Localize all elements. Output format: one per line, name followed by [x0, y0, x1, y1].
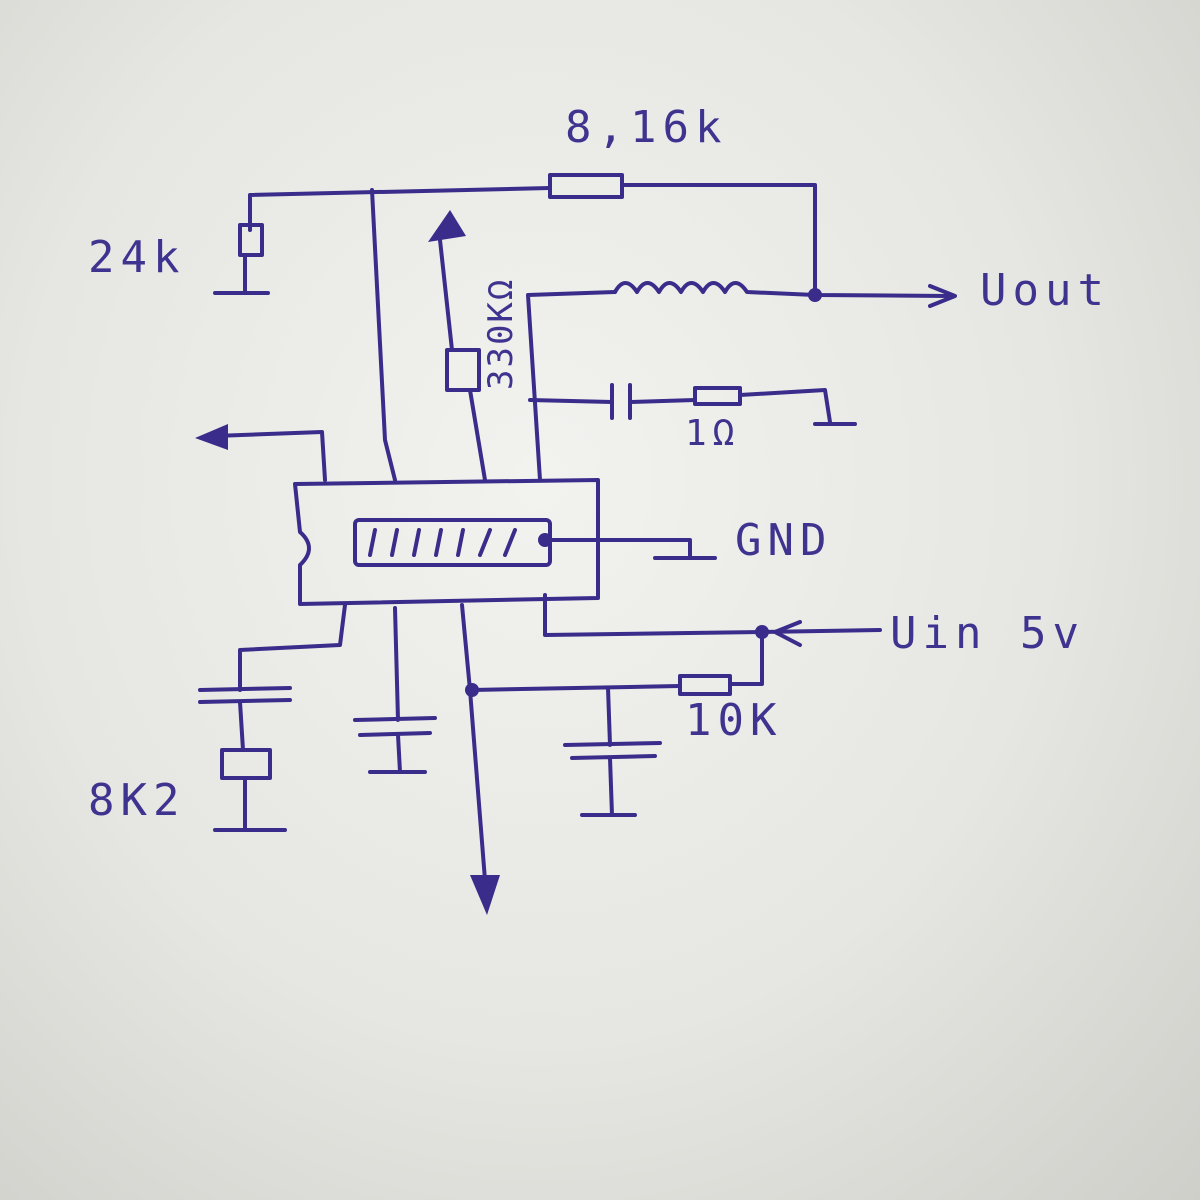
feedback-wire: [370, 188, 397, 482]
pin-wire-330k: [438, 238, 487, 482]
output-node: [808, 288, 822, 302]
heatsink-node: [538, 533, 552, 547]
top-wire: [248, 183, 817, 297]
label-8-16k: 8,16k: [565, 102, 727, 153]
ic-heatsink: [353, 518, 552, 567]
resistor-8-16k: [548, 173, 624, 199]
label-24k: 24k: [88, 232, 185, 283]
output-down-wire: [460, 603, 487, 882]
label-uin: Uin 5v: [890, 608, 1085, 659]
input-wire: [543, 593, 882, 637]
left-pin-wire: [213, 430, 327, 482]
arrow-up-icon: [428, 210, 466, 242]
input-filter-wire: [470, 630, 764, 817]
snubber-capacitor: [610, 383, 632, 420]
resistor-24k: [238, 223, 264, 257]
arrow-in-icon: [773, 620, 802, 647]
label-gnd: GND: [735, 515, 832, 566]
timing-wire: [213, 603, 347, 832]
ground-24k: [213, 253, 270, 295]
ic-body: [293, 478, 600, 606]
switch-node-wire: [526, 290, 617, 482]
heatsink-hatching: [368, 528, 517, 557]
label-8k2: 8K2: [88, 775, 185, 826]
resistor-330k: [445, 348, 481, 392]
arrow-down-icon: [470, 875, 500, 915]
resistor-1ohm: [693, 386, 742, 406]
input-node: [755, 625, 769, 639]
snubber-wire: [528, 388, 857, 426]
label-10k: 10K: [685, 695, 782, 746]
resistor-8k2: [220, 748, 272, 780]
gnd-wire: [548, 538, 717, 560]
label-uout: Uout: [980, 265, 1110, 316]
timing-capacitor: [198, 686, 292, 704]
label-1ohm: 1Ω: [685, 413, 740, 454]
bypass-capacitor: [353, 606, 437, 774]
resistor-10k: [678, 674, 732, 696]
label-330k: 330KΩ: [481, 278, 521, 390]
arrow-out-icon: [928, 284, 957, 308]
inductor: [613, 281, 952, 298]
arrow-left-icon: [195, 424, 228, 450]
